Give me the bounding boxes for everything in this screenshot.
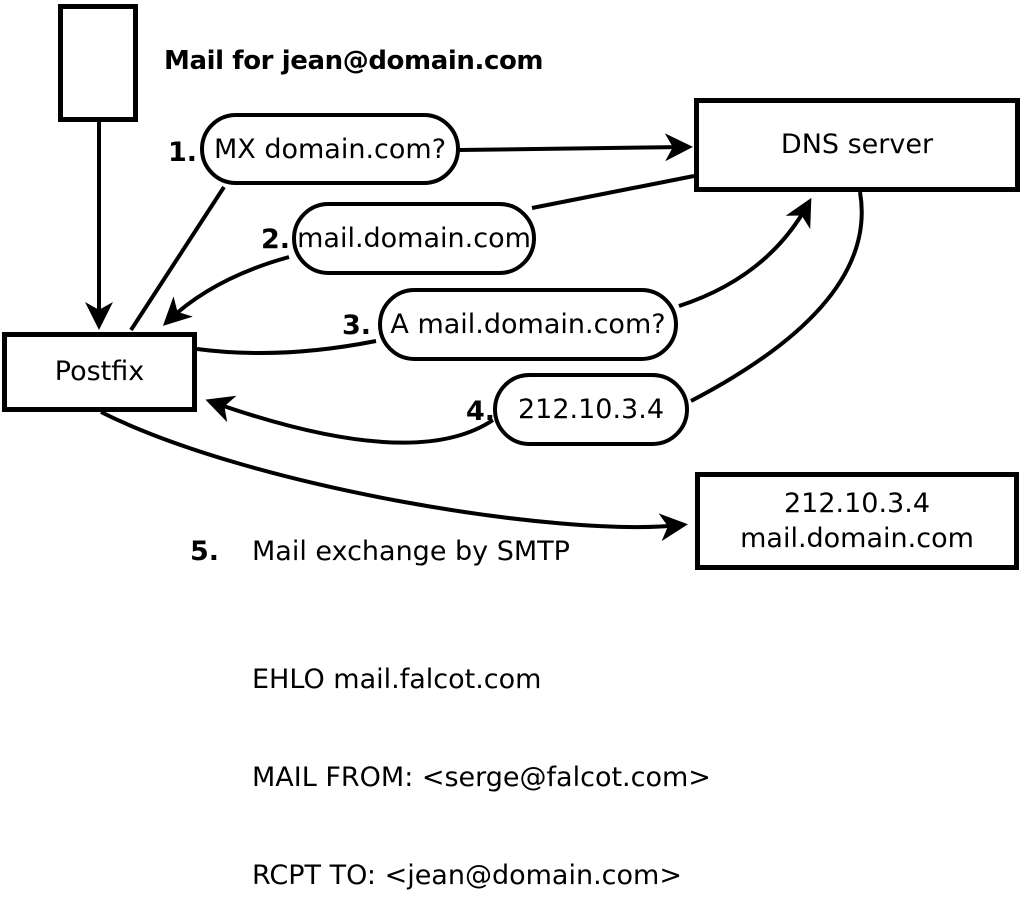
line-postfix-to-query1: [129, 185, 226, 332]
diagram-title: Mail for jean@domain.com: [164, 46, 544, 76]
arrow-postfix-to-mailserver: [100, 410, 688, 542]
postfix-label: Postfix: [54, 356, 145, 387]
reply-pill-mx-label: mail.domain.com: [297, 223, 531, 254]
reply-pill-ip: 212.10.3.4: [493, 373, 689, 446]
step-number-2: 2.: [261, 224, 291, 255]
dns-server-node: DNS server: [694, 98, 1020, 192]
smtp-line-mail-from: MAIL FROM: <serge@falcot.com>: [252, 761, 711, 793]
postfix-node: Postfix: [2, 332, 197, 412]
arrow-reply4-to-postfix: [205, 395, 495, 445]
mail-envelope: [58, 4, 138, 122]
mail-server-hostname: mail.domain.com: [740, 523, 974, 554]
smtp-session-text: EHLO mail.falcot.com MAIL FROM: <serge@f…: [252, 599, 711, 919]
dns-server-label: DNS server: [780, 129, 934, 160]
smtp-line-ehlo: EHLO mail.falcot.com: [252, 664, 542, 696]
line-dns-to-reply2: [531, 174, 695, 210]
reply-pill-mx: mail.domain.com: [292, 202, 536, 275]
arrow-reply2-to-postfix: [162, 255, 290, 326]
step-number-1: 1.: [168, 137, 198, 168]
query-pill-mx-label: MX domain.com?: [213, 133, 447, 165]
mail-server-node: 212.10.3.4 mail.domain.com: [695, 472, 1019, 570]
step-number-4: 4.: [466, 396, 496, 427]
arrow-query3-to-dns: [678, 197, 812, 308]
mail-server-ip: 212.10.3.4: [784, 488, 930, 519]
step-number-3: 3.: [342, 310, 372, 341]
arrow-query1-to-dns: [458, 133, 693, 162]
line-postfix-to-query3: [196, 339, 377, 356]
step5-label: Mail exchange by SMTP: [252, 536, 570, 567]
query-pill-mx: MX domain.com?: [200, 113, 460, 185]
query-pill-a: A mail.domain.com?: [378, 288, 678, 361]
reply-pill-ip-label: 212.10.3.4: [518, 394, 664, 425]
query-pill-a-label: A mail.domain.com?: [390, 309, 666, 340]
step-number-5: 5.: [190, 536, 220, 567]
smtp-line-rcpt-to: RCPT TO: <jean@domain.com>: [252, 859, 682, 891]
line-dns-to-reply4: [690, 191, 864, 403]
